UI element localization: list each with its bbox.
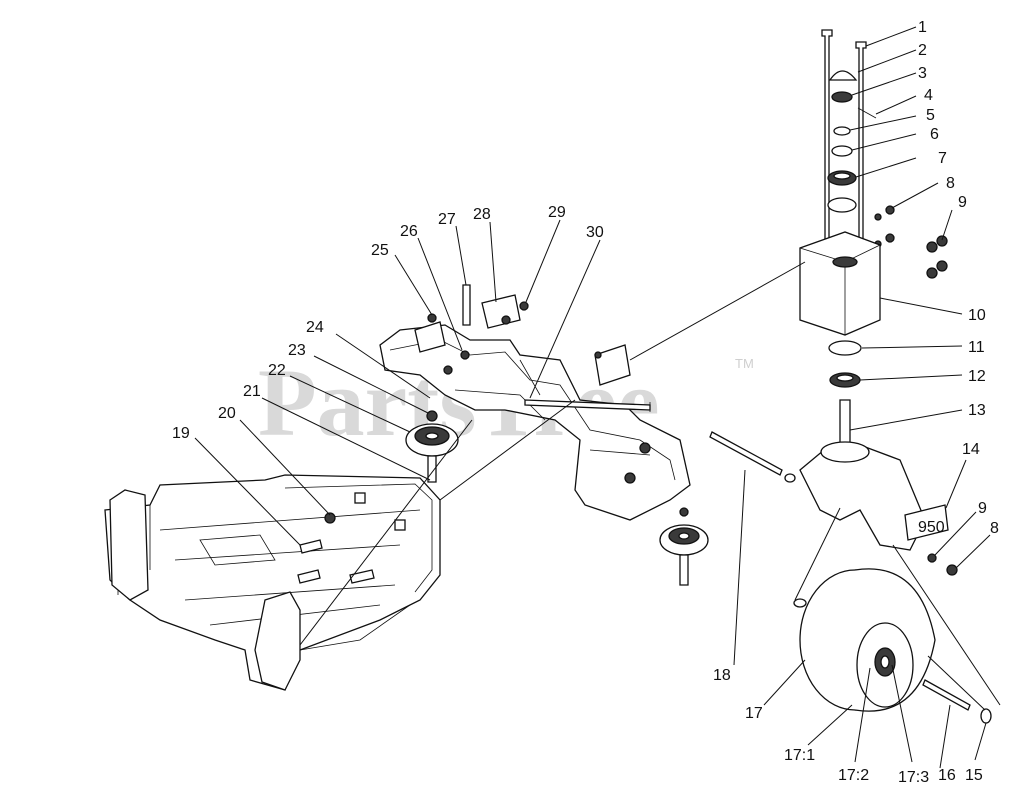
callout-1: 1 xyxy=(918,19,927,36)
decal-text: 950 xyxy=(918,519,945,536)
callout-23: 23 xyxy=(288,342,306,359)
callout-labels: 1 2 3 4 5 6 7 8 9 10 11 12 13 14 9 8 15 … xyxy=(172,19,999,786)
callout-29: 29 xyxy=(548,204,566,221)
callout-17-1: 17:1 xyxy=(784,747,815,764)
lift-arm-assembly xyxy=(379,284,709,586)
callout-25: 25 xyxy=(371,242,389,259)
callout-3: 3 xyxy=(918,65,927,82)
callout-16: 16 xyxy=(938,767,956,784)
callout-17-3: 17:3 xyxy=(898,769,929,786)
callout-9: 9 xyxy=(958,194,967,211)
callout-7: 7 xyxy=(938,150,947,167)
callout-28: 28 xyxy=(473,206,491,223)
watermark-trademark: TM xyxy=(735,356,754,371)
callout-30: 30 xyxy=(586,224,604,241)
leader-lines xyxy=(194,26,1001,769)
callout-13: 13 xyxy=(968,402,986,419)
callout-17-2: 17:2 xyxy=(838,767,869,784)
callout-24: 24 xyxy=(306,319,324,336)
callout-22: 22 xyxy=(268,362,286,379)
callout-18: 18 xyxy=(713,667,731,684)
main-frame xyxy=(104,474,441,691)
callout-17: 17 xyxy=(745,705,763,722)
callout-5: 5 xyxy=(926,107,935,124)
callout-6: 6 xyxy=(930,126,939,143)
callout-26: 26 xyxy=(400,223,418,240)
callout-4: 4 xyxy=(924,87,933,104)
callout-19: 19 xyxy=(172,425,190,442)
callout-11: 11 xyxy=(968,339,985,356)
callout-20: 20 xyxy=(218,405,236,422)
callout-12: 12 xyxy=(968,368,986,385)
callout-27: 27 xyxy=(438,211,456,228)
caster-fork-assembly: 950 xyxy=(709,29,992,724)
callout-9-lower: 9 xyxy=(978,500,987,517)
callout-2: 2 xyxy=(918,42,927,59)
callout-8: 8 xyxy=(946,175,955,192)
callout-10: 10 xyxy=(968,307,986,324)
callout-21: 21 xyxy=(243,383,261,400)
callout-8-lower: 8 xyxy=(990,520,999,537)
callout-15: 15 xyxy=(965,767,983,784)
callout-14: 14 xyxy=(962,441,980,458)
